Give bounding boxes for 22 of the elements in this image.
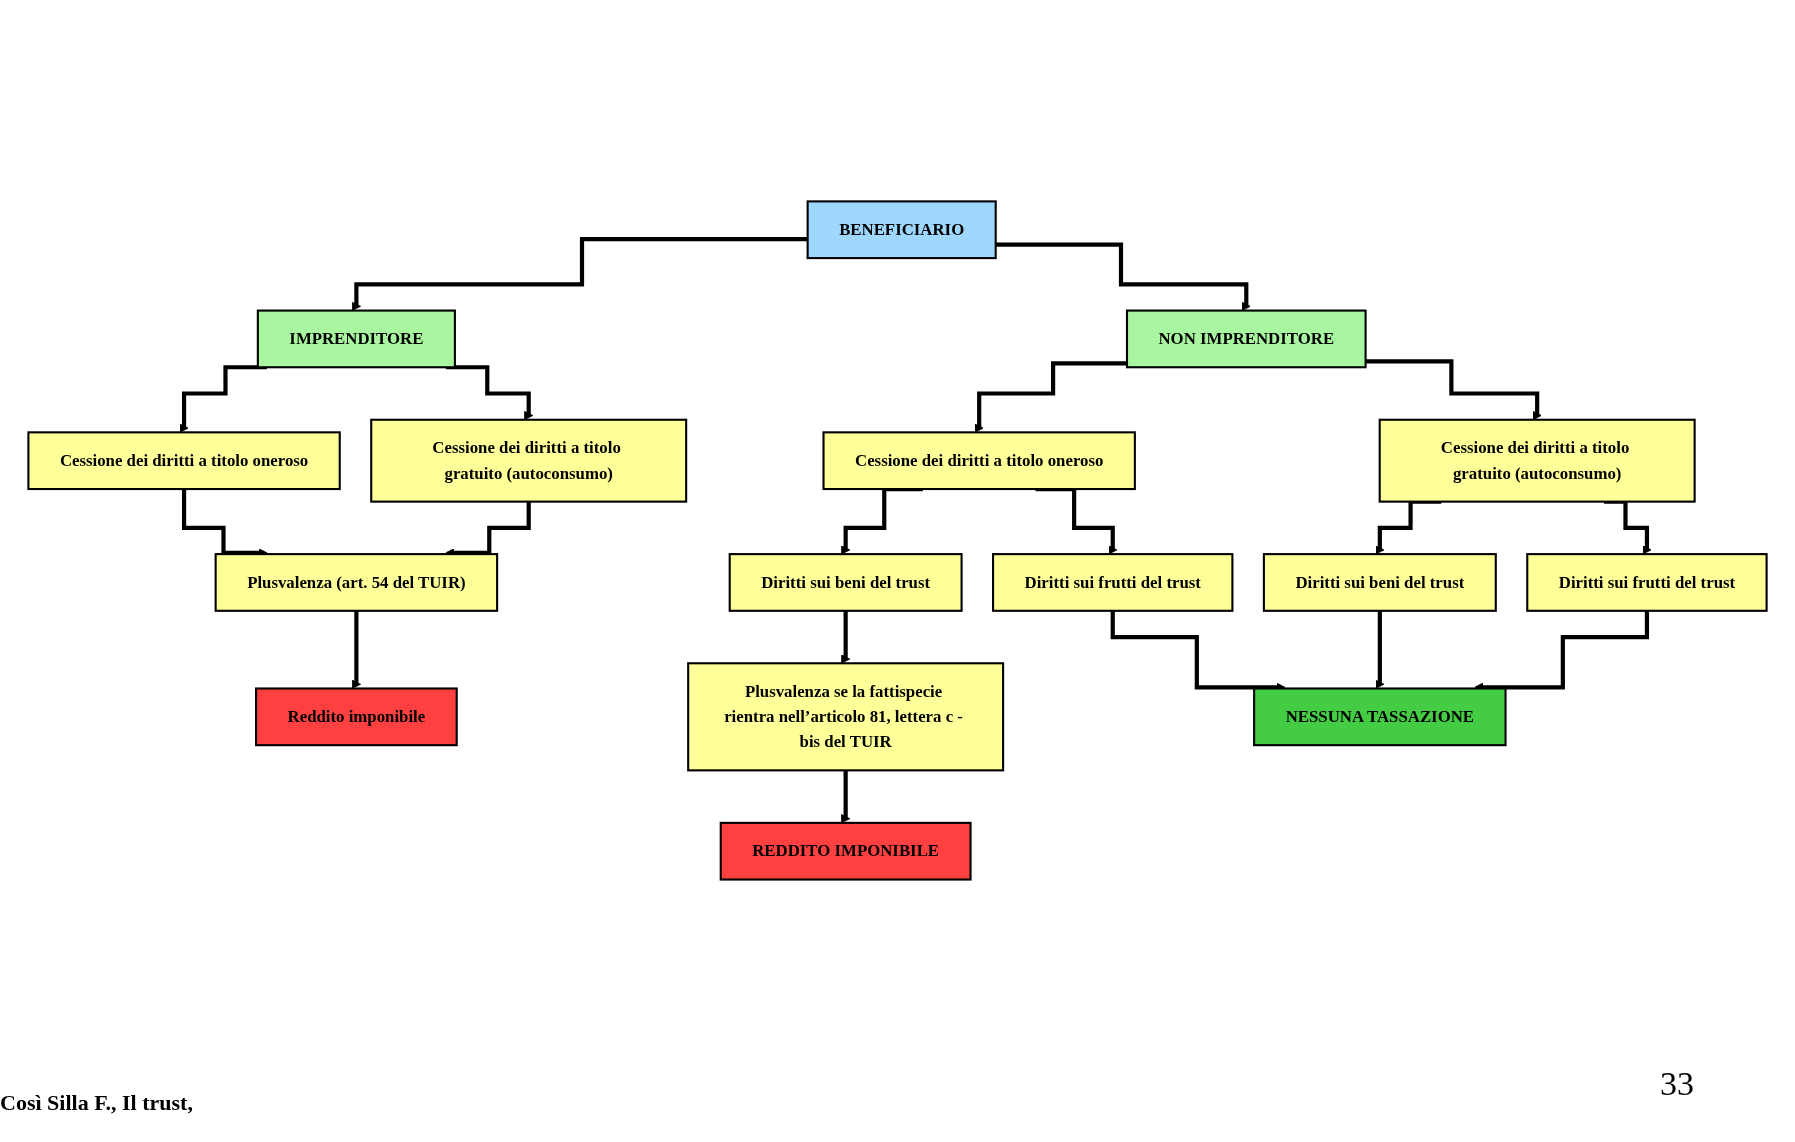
arrow: [1365, 358, 1542, 420]
node-box: BENEFICIARIO: [806, 199, 997, 259]
page-number: 33: [1660, 1065, 1694, 1103]
node-box: Cessione dei diritti a titolo gratuito (autoconsumo): [370, 418, 688, 503]
node-box: REDDITO IMPONIBILE: [719, 821, 972, 881]
node-box: IMPRENDITORE: [256, 309, 456, 368]
node-box: Diritti sui beni del trust: [728, 552, 963, 612]
node-box: NON IMPRENDITORE: [1125, 309, 1367, 368]
node-box: Reddito imponibile: [255, 686, 458, 746]
arrow: [445, 364, 534, 420]
node-box: Diritti sui frutti del trust: [992, 552, 1234, 612]
node-box: Cessione dei diritti a titolo oneroso: [27, 430, 341, 490]
node-box: NESSUNA TASSAZIONE: [1253, 686, 1507, 746]
node-box: Plusvalenza (art. 54 del TUIR): [214, 552, 499, 612]
node-box: Plusvalenza se la fattispecie rientra nell’articolo 81, lettera c - bis del TUIR: [687, 661, 1005, 771]
node-box: Cessione dei diritti a titolo gratuito (autoconsumo): [1378, 418, 1696, 503]
node-box: Diritti sui frutti del trust: [1526, 552, 1768, 612]
node-box: Cessione dei diritti a titolo oneroso: [822, 430, 1136, 490]
citation-text: Così Silla F., Il trust,: [0, 1090, 193, 1116]
arrow: [995, 242, 1251, 311]
node-box: Diritti sui beni del trust: [1262, 552, 1497, 612]
arrow: [351, 236, 808, 311]
